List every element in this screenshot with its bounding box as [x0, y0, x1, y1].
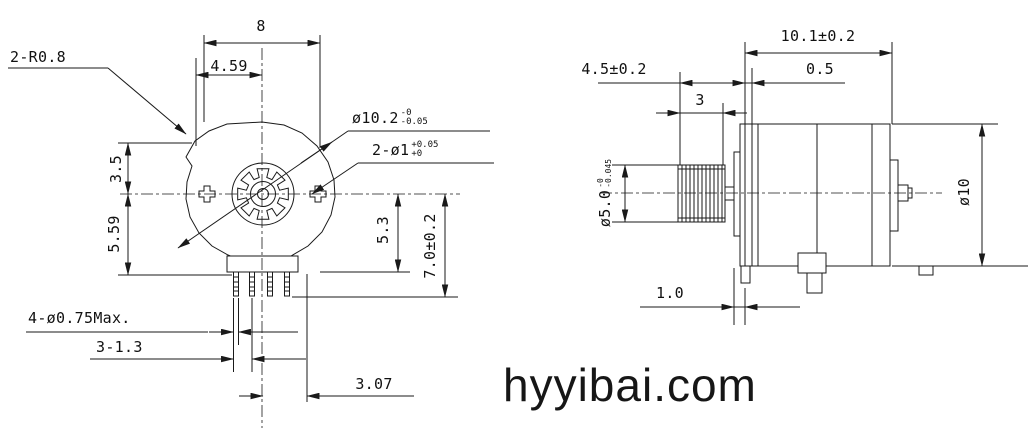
pilot-holes-value: 2-ø1 — [372, 141, 410, 159]
dim-label-flange-thickness: 1.0 — [656, 284, 684, 302]
dim-label-body-length: 10.1±0.2 — [780, 27, 856, 45]
flange-bottom-tab — [740, 265, 751, 284]
dim-label-hole-offset: 4.59 — [210, 57, 248, 75]
dim-label-flange-lip: 0.5 — [806, 60, 834, 78]
dim-label-pin-diameter: 4-ø0.75Max. — [28, 309, 131, 327]
front-plate — [739, 123, 746, 267]
can-front-lip — [744, 123, 753, 267]
gear-diameter-tolerance: -0 -0.045 — [596, 158, 613, 188]
gear-diameter-lower-tol: -0.045 — [604, 158, 613, 188]
dim-label-5-3: 5.3 — [374, 216, 392, 244]
pilot-holes-tolerance: +0.05 +0 — [411, 141, 438, 159]
dim-label-body-diameter: ø10.2 -0 -0.05 — [352, 109, 428, 128]
connector-block — [226, 255, 299, 273]
dim-label-7-0: 7.0±0.2 — [421, 213, 439, 279]
pin-1 — [233, 271, 239, 297]
body-diameter-tolerance: -0 -0.05 — [401, 109, 428, 127]
centerlines — [120, 48, 942, 428]
rear-plate — [889, 159, 899, 232]
dim-label-gear-width: 3 — [695, 91, 705, 109]
body-diameter-upper-tol: -0 — [400, 108, 412, 118]
terminal-block — [797, 252, 827, 274]
dim-label-shaft-length: 4.5±0.2 — [581, 60, 647, 78]
front-view-motor-body — [185, 121, 336, 297]
dim-label-3-07: 3.07 — [355, 375, 393, 393]
pilot-holes-lower-tol: +0 — [411, 149, 423, 159]
dim-label-pin-pitch: 3-1.3 — [96, 338, 143, 356]
dim-label-side-body-diameter: ø10 — [955, 178, 973, 206]
dim-label-5-59: 5.59 — [105, 215, 123, 253]
side-view-dimensions — [598, 42, 1028, 325]
gear-diameter-value: ø5.0 — [596, 189, 614, 228]
dim-label-gear-diameter: ø5.0 -0 -0.045 — [596, 148, 614, 238]
dim-label-corner-radius: 2-R0.8 — [10, 48, 66, 66]
pin-2 — [249, 271, 255, 297]
motor-can — [751, 123, 891, 267]
shaft — [724, 186, 735, 201]
pilot-holes-upper-tol: +0.05 — [411, 140, 439, 150]
body-diameter-lower-tol: -0.05 — [400, 117, 428, 127]
front-bracket — [733, 151, 741, 237]
front-view-dimensions — [8, 35, 494, 402]
dim-label-3-5: 3.5 — [107, 155, 125, 183]
pin-3 — [267, 271, 273, 297]
watermark-text: hyyibai.com — [503, 359, 757, 411]
bottom-right-tab — [918, 265, 934, 276]
dim-label-pilot-holes: 2-ø1 +0.05 +0 — [372, 141, 438, 160]
terminal-stub — [806, 272, 823, 294]
side-view-motor-body — [677, 123, 934, 294]
body-diameter-value: ø10.2 — [352, 109, 399, 127]
pinion-gear-side — [677, 164, 726, 223]
pin-4 — [284, 271, 290, 297]
dim-label-body-width: 8 — [256, 17, 266, 35]
